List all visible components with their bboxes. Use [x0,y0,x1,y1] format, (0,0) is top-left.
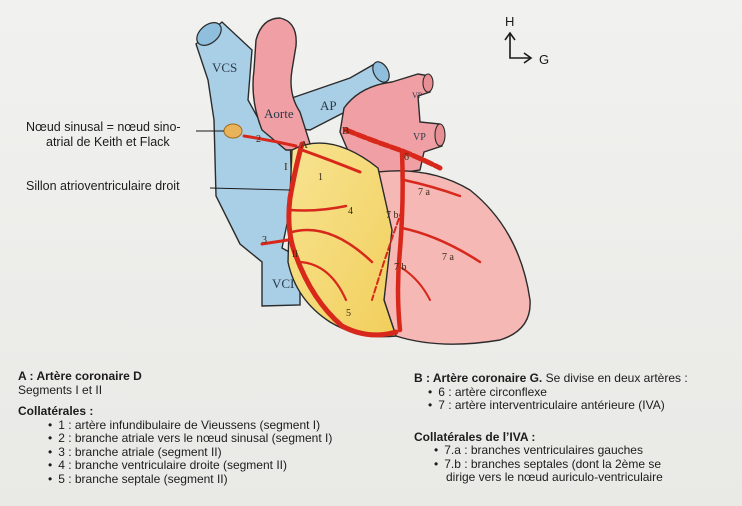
sinus-node-label: Nœud sinusal = nœud sino- atrial de Keit… [26,120,181,150]
segment-5: 5 [346,308,351,319]
legend-right-title-bold: B : Artère coronaire G. [414,371,542,385]
segment-1: 1 [318,172,323,183]
orientation-arrows [505,33,531,63]
legend-right-collat-title: Collatérales de l’IVA : [414,431,738,445]
legend-left-collat-title: Collatérales : [18,405,398,419]
label-roman-i: I [284,161,288,173]
segment-7b-top: 7 b [386,210,399,221]
orientation-right-label: G [539,52,549,67]
list-item: 5 : branche septale (segment II) [48,473,398,487]
label-vcs: VCS [212,60,237,75]
legend-left-title: A : Artère coronaire D [18,370,398,384]
sinus-node-label-line1: Nœud sinusal = nœud sino- [26,120,181,135]
list-item: 2 : branche atriale vers le nœud sinusal… [48,432,398,446]
list-item: 7.b : branches septales (dont la 2ème se [434,458,738,472]
vp-mid-opening [435,124,445,146]
label-a: A [300,139,308,151]
label-b: B [342,125,349,137]
orientation-up-label: H [505,14,514,29]
legend-right-list: 6 : artère circonflexe 7 : artère interv… [414,386,738,413]
sinus-node-label-line2: atrial de Keith et Flack [26,135,181,150]
legend-left-segments: Segments I et II [18,384,398,398]
list-item: 7.a : branches ventriculaires gauches [434,444,738,458]
segment-7b-mid: 7 b [394,262,407,273]
legend-left: A : Artère coronaire D Segments I et II … [18,370,398,486]
legend-right-collat-list: 7.a : branches ventriculaires gauches 7.… [414,444,738,485]
label-vp-top: VP [412,91,423,100]
label-roman-ii: II [292,249,298,259]
legend-right-title-rest: Se divise en deux artères : [542,371,687,385]
label-vci: VCI [272,276,294,291]
list-item-continuation: dirige vers le nœud auriculo-ventriculai… [434,471,738,485]
list-item: 7 : artère interventriculaire antérieure… [428,399,738,413]
sinus-node [224,124,242,138]
list-item: 1 : artère infundibulaire de Vieussens (… [48,419,398,433]
aorta-shape [253,18,312,150]
vp-top-opening [423,74,433,92]
label-ap: AP [320,98,337,113]
sillon-label: Sillon atrioventriculaire droit [26,179,180,194]
segment-7a-low: 7 a [442,252,455,263]
legend-right-title: B : Artère coronaire G. Se divise en deu… [414,372,738,386]
list-item: 3 : branche atriale (segment II) [48,446,398,460]
segment-4: 4 [348,206,353,217]
label-aorte: Aorte [264,106,294,121]
label-vp-mid: VP [413,132,426,143]
legend-right: B : Artère coronaire G. Se divise en deu… [414,372,738,485]
segment-7a-top: 7 a [418,187,431,198]
list-item: 4 : branche ventriculaire droite (segmen… [48,459,398,473]
segment-2: 2 [256,134,261,145]
segment-3: 3 [262,235,267,246]
list-item: 6 : artère circonflexe [428,386,738,400]
legend-left-list: 1 : artère infundibulaire de Vieussens (… [18,419,398,487]
segment-6: 6 [404,152,409,163]
